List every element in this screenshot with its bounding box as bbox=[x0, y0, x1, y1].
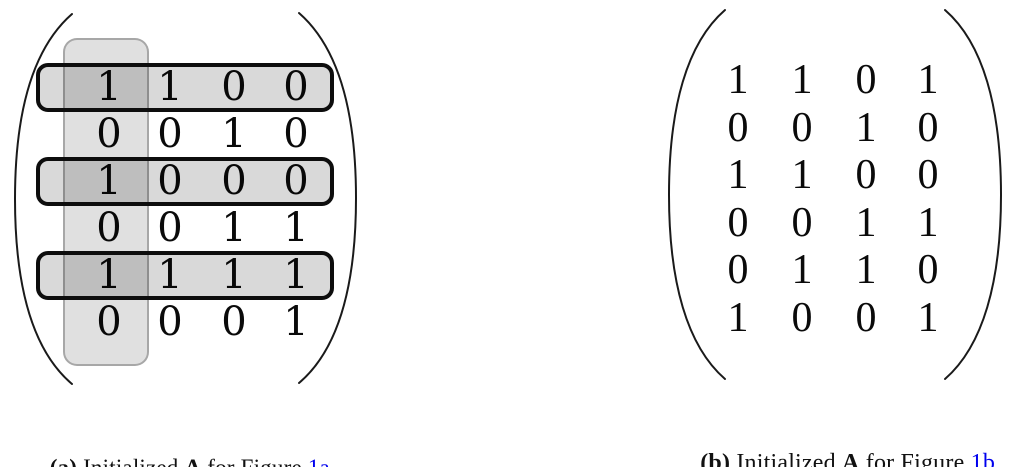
matrix-b-cell-r3c2: 1 bbox=[791, 152, 813, 198]
matrix-a-cell-r3c2: 0 bbox=[157, 158, 183, 204]
matrix-b-cell-r2c1: 0 bbox=[727, 105, 749, 151]
matrix-a-cell-r2c4: 0 bbox=[283, 111, 309, 157]
matrix-b-cell-r4c3: 1 bbox=[855, 200, 877, 246]
caption-a-suffix: for Figure bbox=[201, 455, 308, 467]
matrix-b-cell-r1c3: 0 bbox=[855, 57, 877, 103]
matrix-b-cell-r5c4: 0 bbox=[917, 247, 939, 293]
matrix-b-cell-r1c1: 1 bbox=[727, 57, 749, 103]
matrix-b-cell-r4c2: 0 bbox=[791, 200, 813, 246]
matrix-a-cell-r4c3: 1 bbox=[221, 205, 247, 251]
row-highlight-r3 bbox=[36, 156, 334, 206]
matrix-b-cell-r5c3: 1 bbox=[855, 247, 877, 293]
matrix-b-cell-r1c4: 1 bbox=[917, 57, 939, 103]
matrix-b-cell-r6c3: 0 bbox=[855, 295, 877, 341]
caption-b: (b) Initialized A for Figure 1b bbox=[663, 423, 995, 467]
matrix-b-cell-r6c1: 1 bbox=[727, 295, 749, 341]
matrix-a-cell-r2c2: 0 bbox=[157, 111, 183, 157]
matrix-a-cell-r2c3: 1 bbox=[221, 111, 247, 157]
matrix-a-cell-r6c3: 0 bbox=[221, 299, 247, 345]
matrix-b-cell-r4c4: 1 bbox=[917, 200, 939, 246]
matrix-a-cell-r4c2: 0 bbox=[157, 205, 183, 251]
matrix-a-cell-r1c3: 0 bbox=[221, 64, 247, 110]
matrix-a-cell-r4c4: 1 bbox=[283, 205, 309, 251]
caption-b-matrix-symbol: A bbox=[842, 450, 860, 467]
matrix-a-cell-r3c3: 0 bbox=[221, 158, 247, 204]
caption-b-suffix: for Figure bbox=[859, 450, 971, 467]
caption-a-prefix: Initialized bbox=[77, 455, 184, 467]
row-highlight-r5 bbox=[36, 250, 334, 300]
caption-a: (a) Initialized A for Figure 1a bbox=[14, 429, 330, 467]
matrix-a-cell-r1c4: 0 bbox=[283, 64, 309, 110]
caption-a-matrix-symbol: A bbox=[184, 455, 201, 467]
caption-b-label: (b) bbox=[700, 450, 731, 467]
row-highlight-r1 bbox=[36, 62, 334, 112]
caption-a-figure-ref[interactable]: 1a bbox=[308, 455, 330, 467]
matrix-a-cell-r5c2: 1 bbox=[157, 252, 183, 298]
matrix-a-cell-r6c4: 1 bbox=[283, 299, 309, 345]
matrix-a-cell-r3c1: 1 bbox=[96, 158, 122, 204]
matrix-a-cell-r1c2: 1 bbox=[157, 64, 183, 110]
matrix-a-cell-r3c4: 0 bbox=[283, 158, 309, 204]
matrix-a-cell-r5c3: 1 bbox=[221, 252, 247, 298]
matrix-b-cell-r3c1: 1 bbox=[727, 152, 749, 198]
matrix-b-cell-r2c4: 0 bbox=[917, 105, 939, 151]
matrix-b-cell-r4c1: 0 bbox=[727, 200, 749, 246]
caption-b-figure-ref[interactable]: 1b bbox=[970, 450, 996, 467]
matrix-a-cell-r6c1: 0 bbox=[96, 299, 122, 345]
matrix-b-cell-r5c1: 0 bbox=[727, 247, 749, 293]
matrix-b-cell-r2c2: 0 bbox=[791, 105, 813, 151]
matrix-a-cell-r5c4: 1 bbox=[283, 252, 309, 298]
matrix-b-cell-r3c4: 0 bbox=[917, 152, 939, 198]
matrix-b-cell-r3c3: 0 bbox=[855, 152, 877, 198]
caption-b-prefix: Initialized bbox=[730, 450, 843, 467]
matrix-b-cell-r6c2: 0 bbox=[791, 295, 813, 341]
matrix-a-cell-r4c1: 0 bbox=[96, 205, 122, 251]
caption-a-label: (a) bbox=[50, 455, 77, 467]
matrix-a-cell-r6c2: 0 bbox=[157, 299, 183, 345]
matrix-b-cell-r1c2: 1 bbox=[791, 57, 813, 103]
matrix-b-cell-r6c4: 1 bbox=[917, 295, 939, 341]
matrix-b-cell-r2c3: 1 bbox=[855, 105, 877, 151]
matrix-b-cell-r5c2: 1 bbox=[791, 247, 813, 293]
matrix-a-cell-r1c1: 1 bbox=[96, 64, 122, 110]
matrix-a-cell-r5c1: 1 bbox=[96, 252, 122, 298]
matrix-a-cell-r2c1: 0 bbox=[96, 111, 122, 157]
